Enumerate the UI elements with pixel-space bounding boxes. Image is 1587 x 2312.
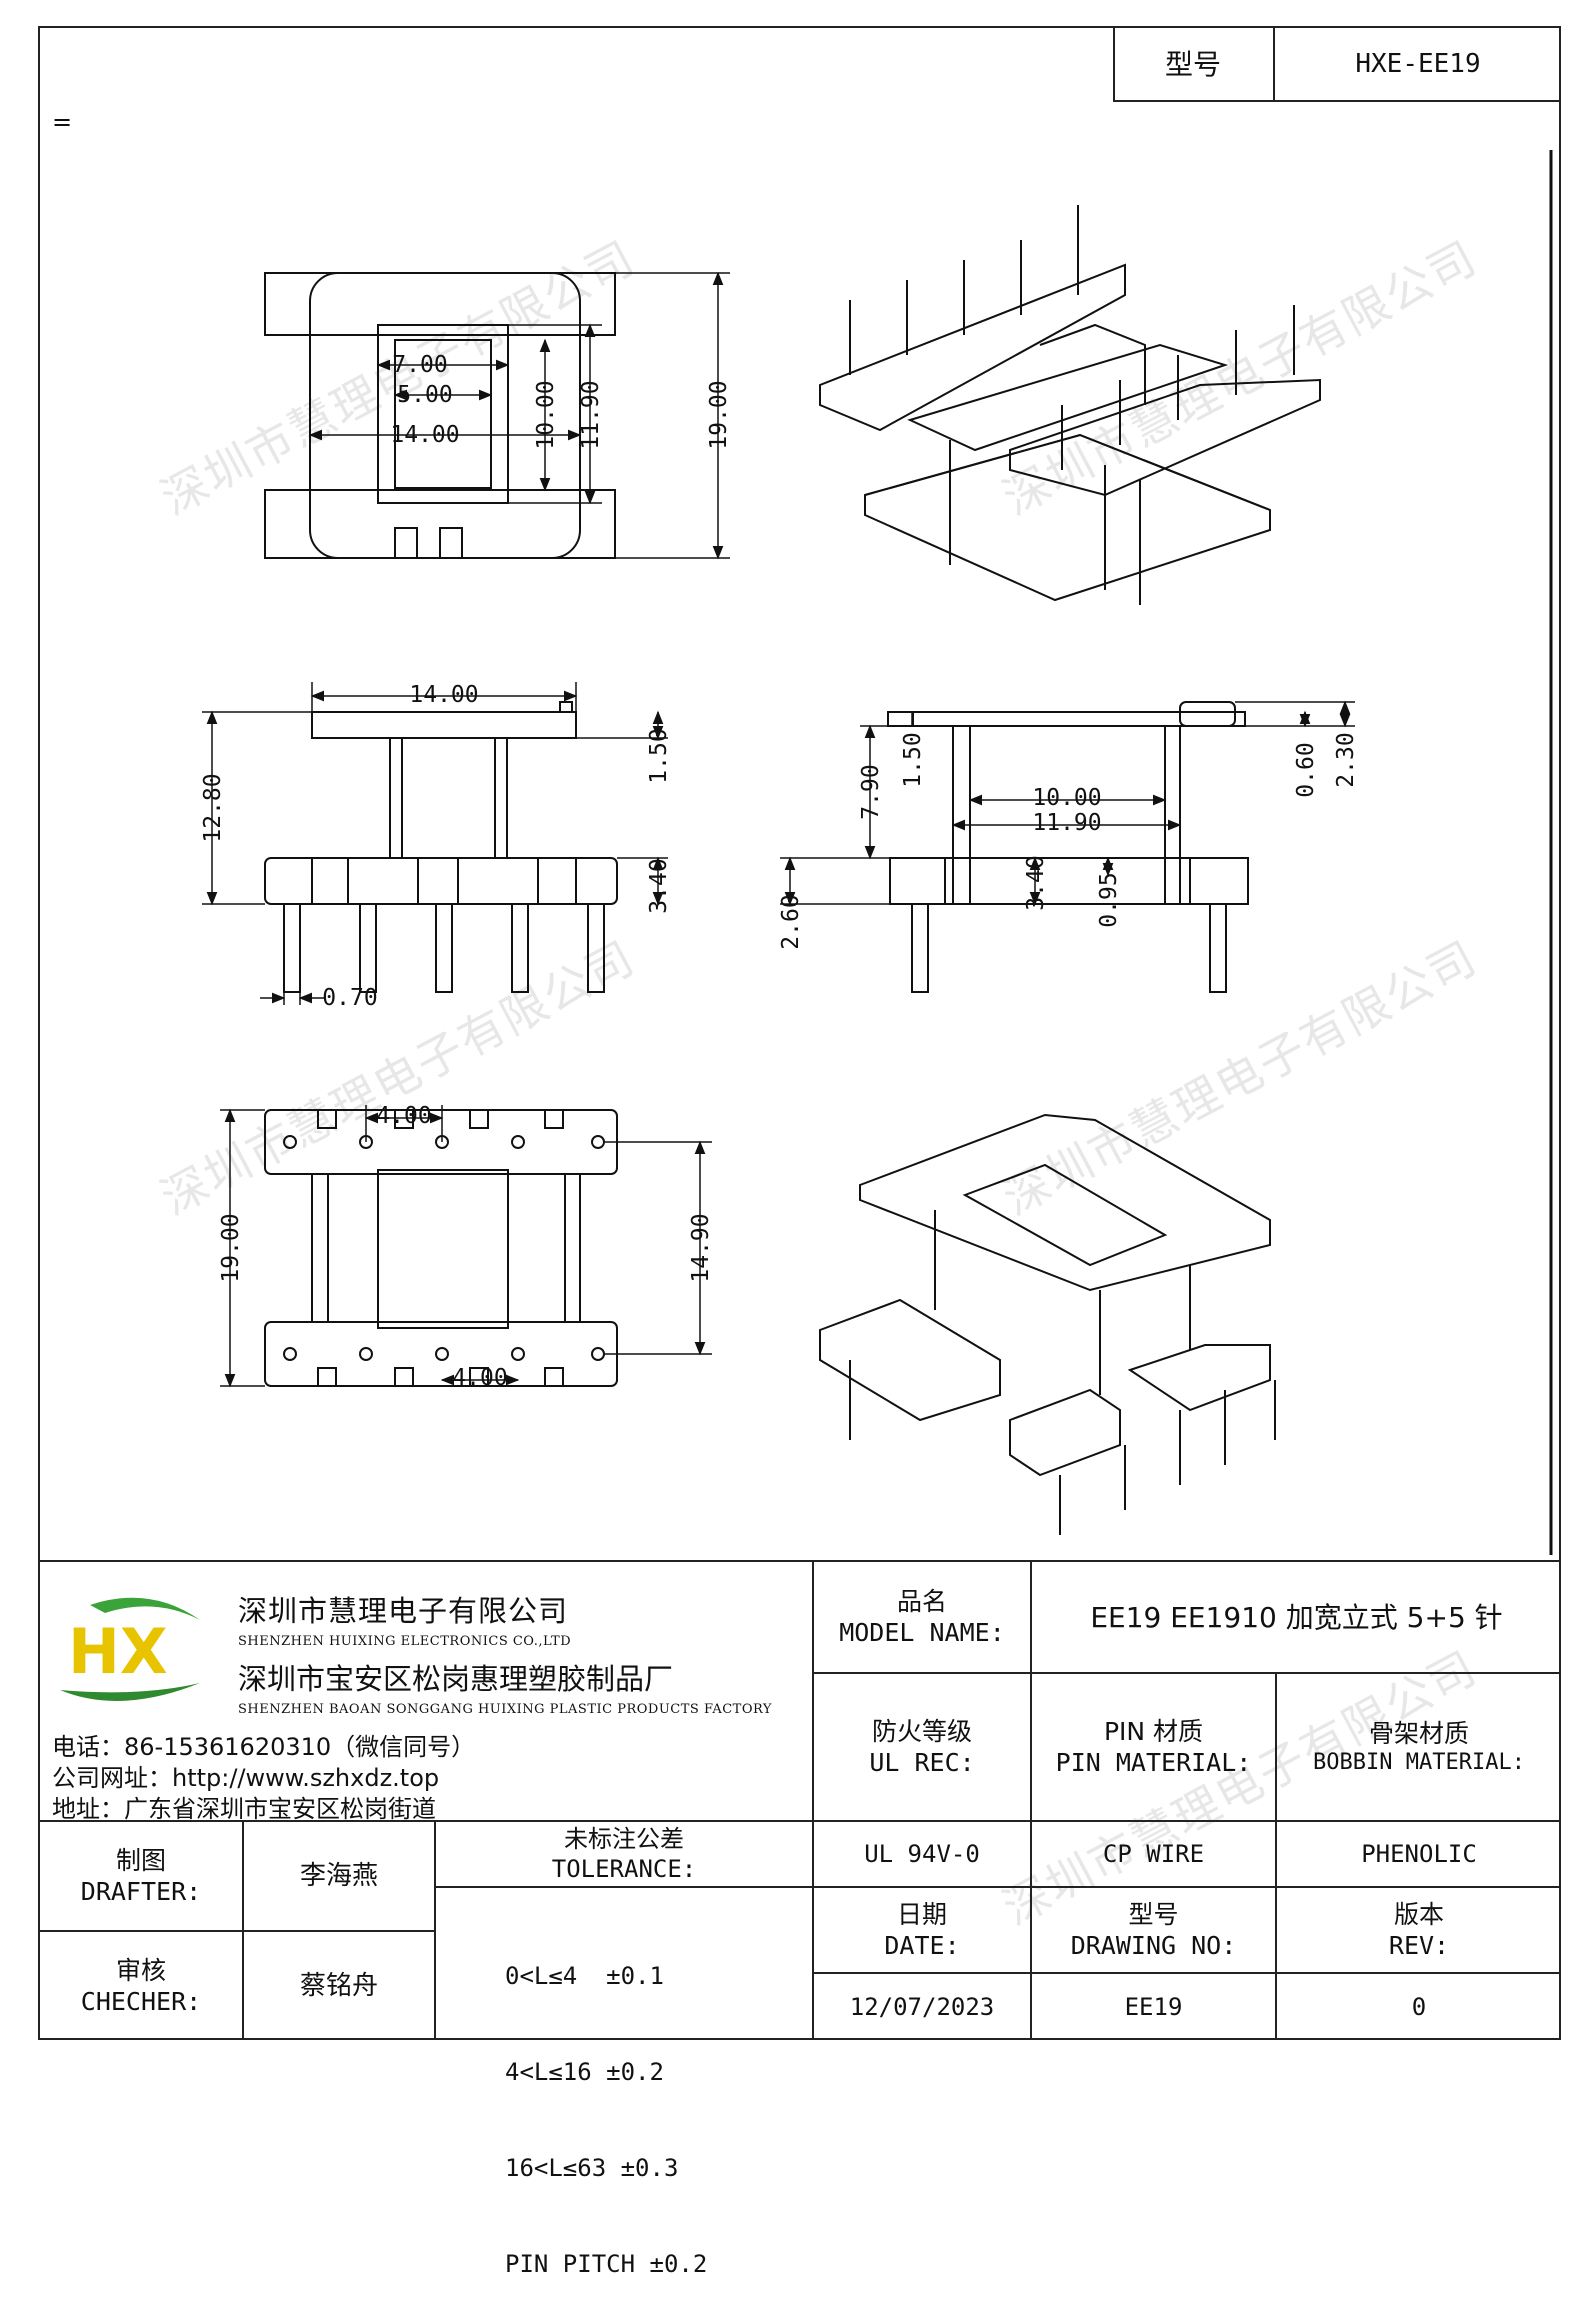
grid-line [434, 1820, 436, 2040]
dim-label: 14.00 [390, 422, 459, 448]
dim-label: 14.90 [688, 1213, 714, 1282]
checker-label: 审核 CHECHER: [80, 1955, 202, 2016]
dim-label: 0.95 [1096, 872, 1122, 927]
dim-label: 19.00 [706, 380, 732, 449]
tolerance-label: 未标注公差 TOLERANCE: [551, 1825, 697, 1883]
company-phone: 电话：86-15361620310（微信同号） [52, 1733, 476, 1761]
company-name-cn-2: 深圳市宝安区松岗惠理塑胶制品厂 [238, 1662, 674, 1696]
dim-label: 7.90 [858, 764, 884, 819]
ul-rec-label: 防火等级 UL REC: [869, 1716, 975, 1777]
dim-label: 10.00 [533, 380, 559, 449]
drawing-no-value: EE19 [1124, 1993, 1183, 2021]
model-name-value: EE19 EE1910 加宽立式 5+5 针 [1090, 1600, 1503, 1634]
date-label: 日期 DATE: [884, 1899, 960, 1960]
iso-view-top-outline [819, 205, 1321, 605]
dim-label: 2.60 [778, 894, 804, 949]
grid-line [242, 1820, 244, 2040]
dim-label: 0.60 [1293, 742, 1319, 797]
tolerance-line: 4<L≤16 ±0.2 [505, 2058, 664, 2086]
note-mark: = [52, 108, 73, 136]
grid-line [812, 1886, 1561, 1888]
company-name-en-1: SHENZHEN HUIXING ELECTRONICS CO.,LTD [238, 1634, 572, 1649]
tolerance-line: 16<L≤63 ±0.3 [505, 2154, 679, 2182]
side-view-outline [887, 701, 1249, 993]
dim-label: 19.00 [218, 1213, 244, 1282]
bottom-view-outline [264, 1109, 618, 1387]
company-address: 地址：广东省深圳市宝安区松岗街道 [52, 1795, 436, 1823]
tolerance-line: PIN PITCH ±0.2 [505, 2250, 708, 2278]
checker-name: 蔡铭舟 [299, 1970, 378, 2001]
iso-view-bottom-outline [819, 1113, 1276, 1535]
pin-material-value: CP WIRE [1102, 1840, 1205, 1868]
drawing-sheet [38, 26, 1561, 2040]
drawing-no-label: 型号 DRAWING NO: [1070, 1899, 1237, 1960]
top-view-outline [264, 272, 616, 559]
svg-text:HX: HX [68, 1615, 168, 1688]
title-block-top-rule [38, 1560, 1561, 1562]
dim-label: 11.90 [578, 380, 604, 449]
pin-material-label: PIN 材质 PIN MATERIAL: [1055, 1716, 1252, 1777]
dim-label: 1.50 [646, 728, 672, 783]
dim-label: 4.00 [452, 1365, 507, 1391]
dim-label: 1.50 [900, 732, 926, 787]
dim-label: 4.00 [376, 1103, 431, 1129]
grid-line [812, 1972, 1561, 1974]
front-view-outline [264, 701, 618, 993]
header-type-value: HXE-EE19 [1355, 48, 1481, 79]
dim-label: 2.30 [1333, 732, 1359, 787]
tolerance-line: 0<L≤4 ±0.1 [505, 1962, 664, 1990]
company-name-cn-1: 深圳市慧理电子有限公司 [238, 1594, 569, 1628]
dim-label: 10.00 [1032, 785, 1101, 811]
company-logo: HX [50, 1585, 220, 1715]
technical-drawing: 7.00 5.00 14.00 10.00 11.90 19.00 14.00 … [200, 150, 1553, 1555]
grid-line [434, 1886, 812, 1888]
header-box [1113, 26, 1561, 102]
date-value: 12/07/2023 [849, 1993, 995, 2021]
grid-line [812, 1560, 814, 2040]
grid-line [38, 1930, 434, 1932]
rev-label: 版本 REV: [1388, 1899, 1450, 1960]
dim-label: 14.00 [409, 682, 478, 708]
dim-label: 0.70 [322, 985, 377, 1011]
grid-line [812, 1672, 1561, 1674]
drafter-name: 李海燕 [299, 1860, 378, 1891]
bobbin-material-value: PHENOLIC [1361, 1840, 1477, 1868]
dim-label: 11.90 [1032, 810, 1101, 836]
tolerance-table: 0<L≤4 ±0.1 4<L≤16 ±0.2 16<L≤63 ±0.3 PIN … [505, 1896, 707, 2312]
dim-label: 5.00 [397, 382, 452, 408]
company-website[interactable]: 公司网址：http://www.szhxdz.top [52, 1764, 440, 1792]
grid-line [1030, 1560, 1032, 2040]
header-type-label: 型号 [1164, 47, 1221, 81]
dim-label: 3.40 [646, 858, 672, 913]
grid-line [1275, 1672, 1277, 2040]
dim-label: 12.80 [200, 773, 226, 842]
dim-label: 7.00 [392, 352, 447, 378]
drafter-label: 制图 DRAFTER: [80, 1845, 202, 1906]
dim-label: 3.40 [1023, 855, 1049, 910]
bobbin-material-label: 骨架材质 BOBBIN MATERIAL: [1313, 1718, 1525, 1775]
header-divider [1273, 26, 1275, 102]
grid-line [38, 1820, 1561, 1822]
ul-rec-value: UL 94V-0 [864, 1840, 980, 1868]
model-name-label: 品名 MODEL NAME: [839, 1586, 1005, 1647]
company-name-en-2: SHENZHEN BAOAN SONGGANG HUIXING PLASTIC … [238, 1702, 772, 1717]
rev-value: 0 [1411, 1993, 1427, 2021]
